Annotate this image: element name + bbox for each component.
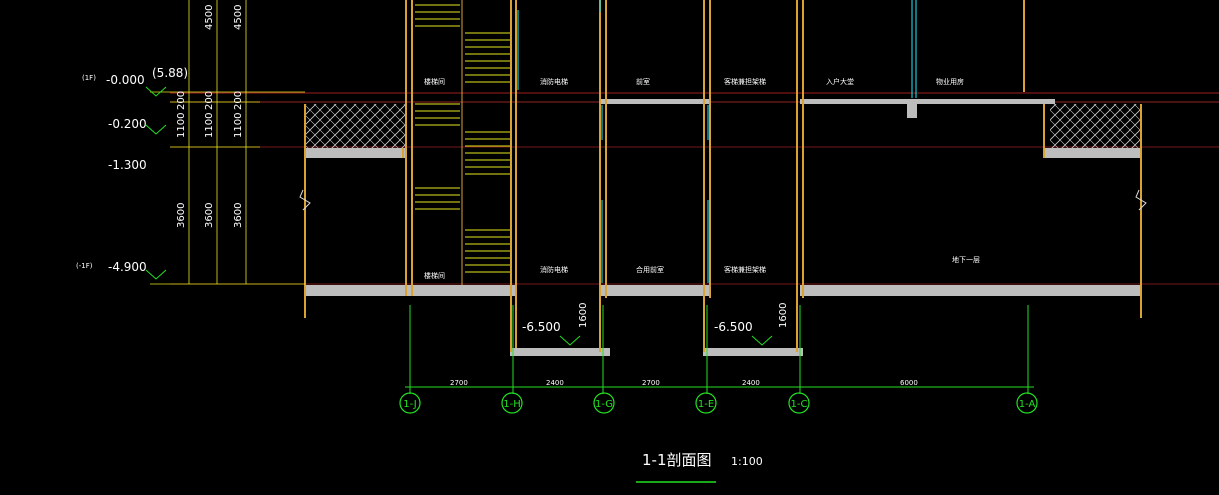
- axis-label-6: 1-A: [1019, 399, 1036, 410]
- pit-right-elevation: -6.500: [714, 320, 753, 334]
- room-lift-1f: 客梯兼担架梯: [724, 77, 766, 86]
- room-fire-lift-1f: 消防电梯: [540, 77, 568, 86]
- dim-mid-b-1: 200: [176, 91, 187, 110]
- dim-mid-a-2: 1100: [204, 113, 215, 138]
- level-1f-tag: (1F): [82, 74, 96, 82]
- dim-mid-b-3: 200: [233, 91, 244, 110]
- room-stair-b1: 楼梯间: [424, 271, 445, 280]
- room-1f: 前室: [636, 77, 650, 86]
- axis-label-5: 1-C: [791, 399, 808, 410]
- stairs: [415, 0, 510, 285]
- axis-label-2: 1-H: [503, 399, 521, 410]
- level-neg-0200: -0.200: [108, 117, 147, 131]
- level-1f-elevation: -0.000: [106, 73, 145, 87]
- earth-hatch: [305, 104, 1140, 148]
- level-1f-extra: (5.88): [152, 66, 188, 80]
- slabs: [305, 99, 1141, 356]
- drawing-scale: 1:100: [731, 455, 763, 468]
- room-b1: 合用前室: [636, 265, 664, 274]
- pit-left-elevation: -6.500: [522, 320, 561, 334]
- dim-lower-1: 3600: [176, 203, 187, 228]
- level-b1-tag: (-1F): [76, 262, 93, 270]
- dim-mid-a-3: 1100: [233, 113, 244, 138]
- dim-top-1: 4500: [204, 5, 215, 30]
- hdim-5: 6000: [900, 379, 918, 387]
- room-lobby-1f: 入户大堂: [826, 77, 854, 86]
- dim-top-2: 4500: [233, 5, 244, 30]
- cyan-openings: [517, 0, 917, 283]
- walls: [304, 0, 1142, 352]
- axis-bubbles: [399, 392, 1038, 414]
- break-lines: [299, 189, 1147, 211]
- hdim-1: 2700: [450, 379, 468, 387]
- axis-label-3: 1-G: [595, 399, 613, 410]
- room-fire-lift-b1: 消防电梯: [540, 265, 568, 274]
- level-b1-elevation: -4.900: [108, 260, 147, 274]
- room-stair-1f: 楼梯间: [424, 77, 445, 86]
- hdim-2: 2400: [546, 379, 564, 387]
- room-basement: 地下一层: [952, 255, 980, 264]
- dim-pit-right: 1600: [778, 303, 789, 328]
- level-neg-1300: -1.300: [108, 158, 147, 172]
- dim-lower-3: 3600: [233, 203, 244, 228]
- dim-lower-2: 3600: [204, 203, 215, 228]
- hdim-3: 2700: [642, 379, 660, 387]
- dim-pit-left: 1600: [578, 303, 589, 328]
- dim-mid-b-2: 200: [204, 91, 215, 110]
- left-dimension-lines: [150, 0, 305, 285]
- room-lift-b1: 客梯兼担架梯: [724, 265, 766, 274]
- elevation-markers: [145, 86, 773, 346]
- axis-label-1: 1-J: [403, 399, 416, 410]
- grid-lines: [405, 305, 1034, 394]
- hdim-4: 2400: [742, 379, 760, 387]
- dim-mid-a-1: 1100: [176, 113, 187, 138]
- room-mgmt-1f: 物业用房: [936, 77, 964, 86]
- drawing-title: 1-1剖面图: [642, 451, 712, 469]
- axis-label-4: 1-E: [698, 399, 714, 410]
